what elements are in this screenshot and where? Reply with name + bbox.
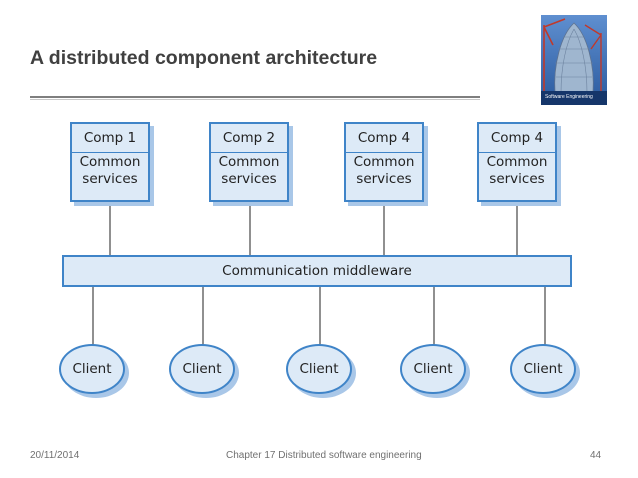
title-divider <box>30 96 480 98</box>
component-box: Comp 4 Common services <box>477 122 557 202</box>
component-name: Comp 1 <box>72 124 148 153</box>
book-cover-illustration <box>541 15 607 105</box>
component-services-line1: Common <box>353 154 415 170</box>
component-services-line1: Common <box>486 154 548 170</box>
component-services-line2: services <box>82 171 138 187</box>
slide-title: A distributed component architecture <box>30 47 378 69</box>
title-divider-shadow <box>30 99 480 100</box>
footer-page-number: 44 <box>590 450 602 461</box>
communication-middleware-bar: Communication middleware <box>62 255 572 287</box>
component-services: Common services <box>479 154 555 188</box>
component-services: Common services <box>72 154 148 188</box>
component-services-line2: services <box>221 171 277 187</box>
footer-chapter: Chapter 17 Distributed software engineer… <box>226 450 422 461</box>
client-node: Client <box>59 344 125 394</box>
client-node: Client <box>286 344 352 394</box>
client-node: Client <box>400 344 466 394</box>
component-services-line1: Common <box>218 154 280 170</box>
client-node: Client <box>169 344 235 394</box>
component-services-line2: services <box>489 171 545 187</box>
footer-date: 20/11/2014 <box>30 450 80 461</box>
component-box: Comp 4 Common services <box>344 122 424 202</box>
component-services-line1: Common <box>79 154 141 170</box>
component-services-line2: services <box>356 171 412 187</box>
component-name: Comp 4 <box>346 124 422 153</box>
component-name: Comp 4 <box>479 124 555 153</box>
client-node: Client <box>510 344 576 394</box>
component-services: Common services <box>346 154 422 188</box>
component-box: Comp 1 Common services <box>70 122 150 202</box>
component-services: Common services <box>211 154 287 188</box>
book-cover-title: Software Engineering <box>545 94 593 100</box>
component-name: Comp 2 <box>211 124 287 153</box>
book-cover-image: Software Engineering <box>541 15 607 105</box>
component-box: Comp 2 Common services <box>209 122 289 202</box>
